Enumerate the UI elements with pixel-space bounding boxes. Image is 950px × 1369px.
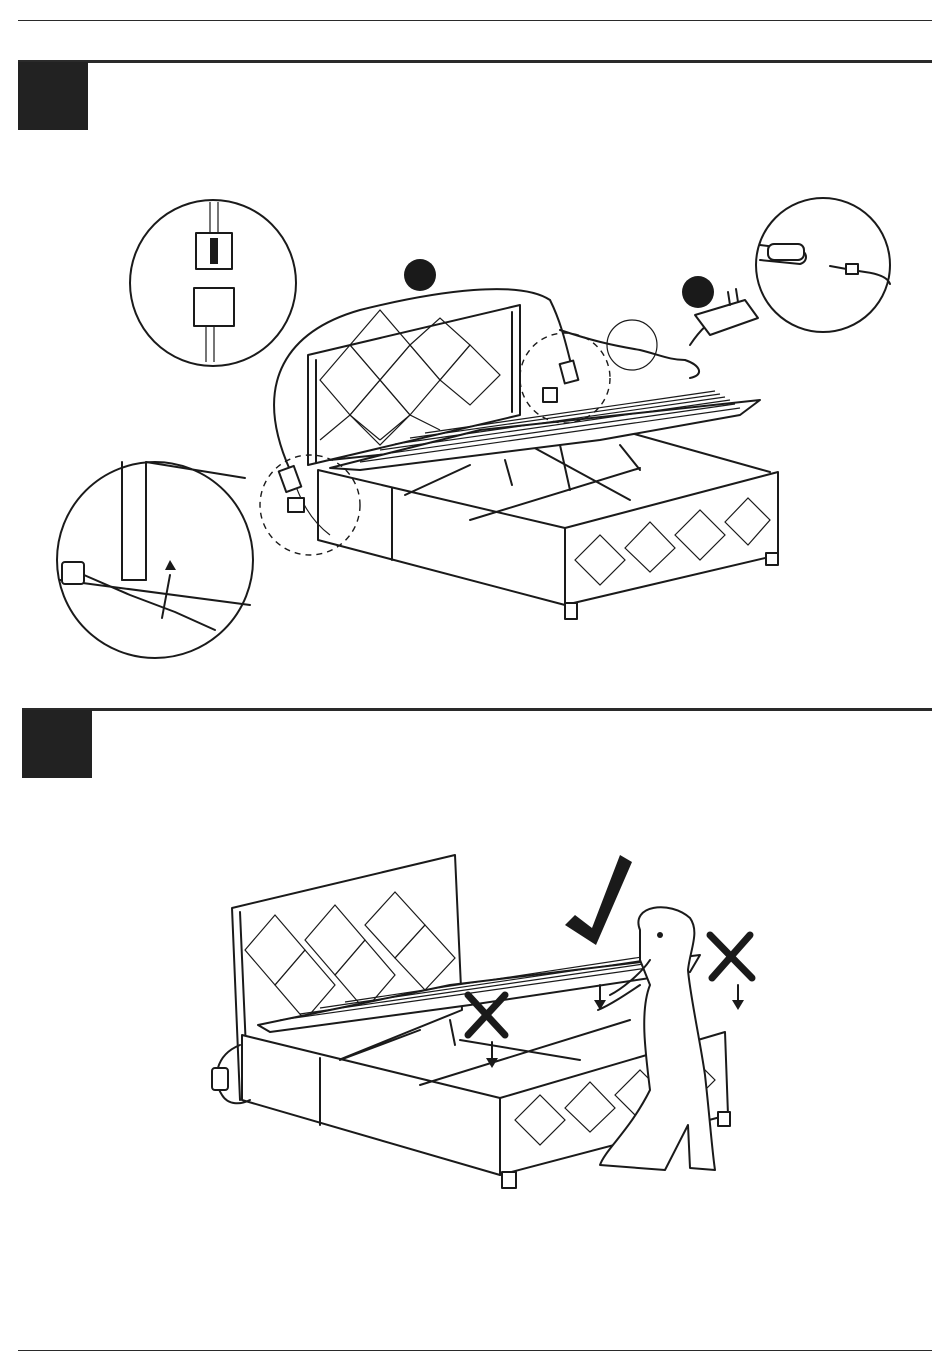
cross-mark-icon [710,935,752,978]
connector-left-icon [279,466,302,492]
marker-adapter [682,276,714,308]
callout-cable-clip [57,462,253,658]
step-2-number-box [22,710,92,778]
step-1-number-box [18,62,88,130]
step-2-illustration [0,845,950,1195]
connector-top-icon [560,361,579,384]
check-mark-icon [565,855,632,945]
step-1-illustration [0,190,950,670]
connector-clip-icon [288,498,304,512]
step-2-header-rule [22,708,932,711]
callout-connector-plug [130,200,296,366]
dc-barrel-plug-icon [768,244,804,260]
adapter-box-icon [212,1068,228,1090]
step-1-header-rule [18,60,932,63]
connector-socket-icon [194,288,234,326]
bottom-rule [18,1350,932,1351]
top-rule [18,20,932,21]
connector-mid-icon [543,388,557,402]
cable-clip-icon [62,562,84,584]
marker-cable [404,259,436,291]
callout-dc-barrel-plug [756,198,890,332]
